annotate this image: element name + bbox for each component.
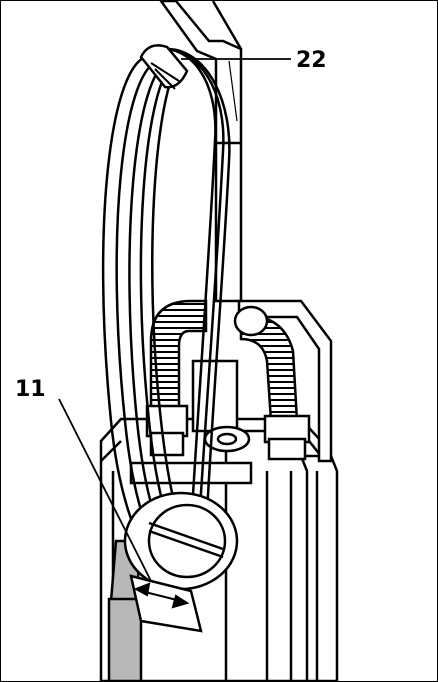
handle-tube — [159, 1, 243, 303]
callout-label-11: 11 — [15, 377, 46, 402]
rotation-arrow — [133, 582, 190, 609]
right-hose — [233, 305, 311, 461]
side-rail — [237, 299, 339, 681]
cord-plug — [139, 44, 189, 90]
leader-line-11 — [58, 398, 152, 582]
wound-power-cord — [101, 47, 231, 583]
callout-label-22: 22 — [296, 48, 327, 73]
